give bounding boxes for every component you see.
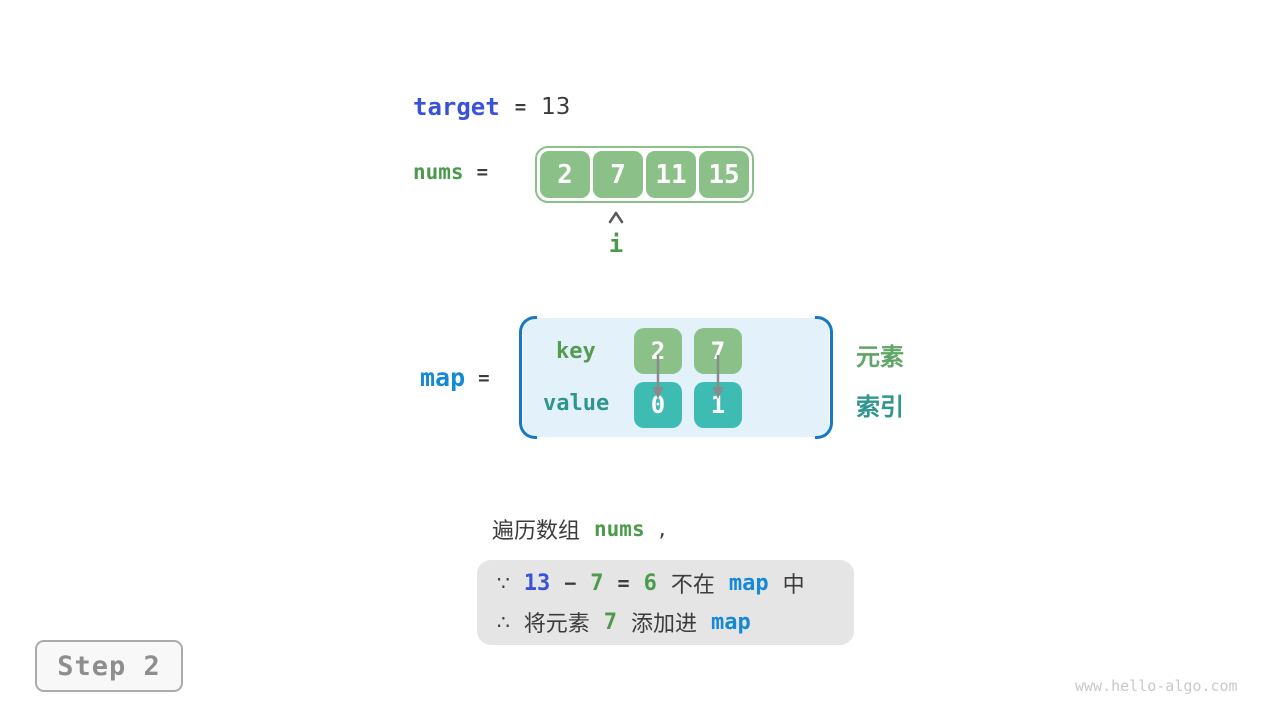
note-token: map <box>728 570 769 596</box>
index-pointer-arrow-icon <box>608 211 624 224</box>
step-badge: Step 2 <box>35 640 183 692</box>
site-watermark: www.hello-algo.com <box>1075 677 1238 695</box>
note-token: 7 <box>603 609 617 635</box>
equals-sign: = <box>476 161 489 183</box>
map-assignment-label: map = <box>420 363 490 392</box>
nums-keyword: nums <box>413 160 464 184</box>
index-annotation: 索引 <box>856 393 904 421</box>
caption-text: 遍历数组 <box>492 519 581 544</box>
map-bracket-left <box>519 316 537 439</box>
note-token: 将元素 <box>523 612 590 637</box>
index-pointer-label: i <box>608 230 624 258</box>
minus-sign: − <box>564 571 577 595</box>
target-assignment-line: target = 13 <box>413 93 570 121</box>
target-value: 13 <box>541 94 571 120</box>
array-cell: 2 <box>540 151 590 198</box>
map-key-label: key <box>556 339 596 364</box>
array-cell: 11 <box>646 151 696 198</box>
because-symbol: ∵ <box>497 571 510 595</box>
note-token: 添加进 <box>631 612 698 637</box>
note-token: 7 <box>590 570 604 596</box>
nums-array: 2 7 11 15 <box>535 146 754 203</box>
key-to-value-arrow-icon <box>652 355 724 399</box>
step-label: Step 2 <box>57 650 161 682</box>
array-cell: 15 <box>699 151 749 198</box>
therefore-line: ∴ 将元素 7 添加进 map <box>497 606 854 638</box>
equals-sign: = <box>514 96 527 118</box>
reasoning-box: ∵ 13 − 7 = 6 不在 map 中 ∴ 将元素 7 添加进 map <box>477 560 854 645</box>
target-keyword: target <box>413 93 500 121</box>
equals-sign: = <box>478 366 490 389</box>
caption-comma: , <box>658 516 666 542</box>
map-keyword: map <box>420 363 466 392</box>
array-cell: 7 <box>593 151 643 198</box>
note-token: 6 <box>643 570 657 596</box>
note-token: 13 <box>523 570 551 596</box>
note-token: 中 <box>782 573 805 598</box>
caption-line: 遍历数组 nums , <box>492 513 666 545</box>
note-token: map <box>711 609 751 635</box>
note-token: 不在 <box>670 573 715 598</box>
nums-assignment-label: nums = <box>413 160 488 184</box>
equals-sign: = <box>617 571 630 595</box>
because-line: ∵ 13 − 7 = 6 不在 map 中 <box>497 567 854 599</box>
caption-code: nums <box>594 517 645 541</box>
therefore-symbol: ∴ <box>497 610 510 634</box>
map-value-label: value <box>543 391 610 416</box>
element-annotation: 元素 <box>856 343 904 371</box>
